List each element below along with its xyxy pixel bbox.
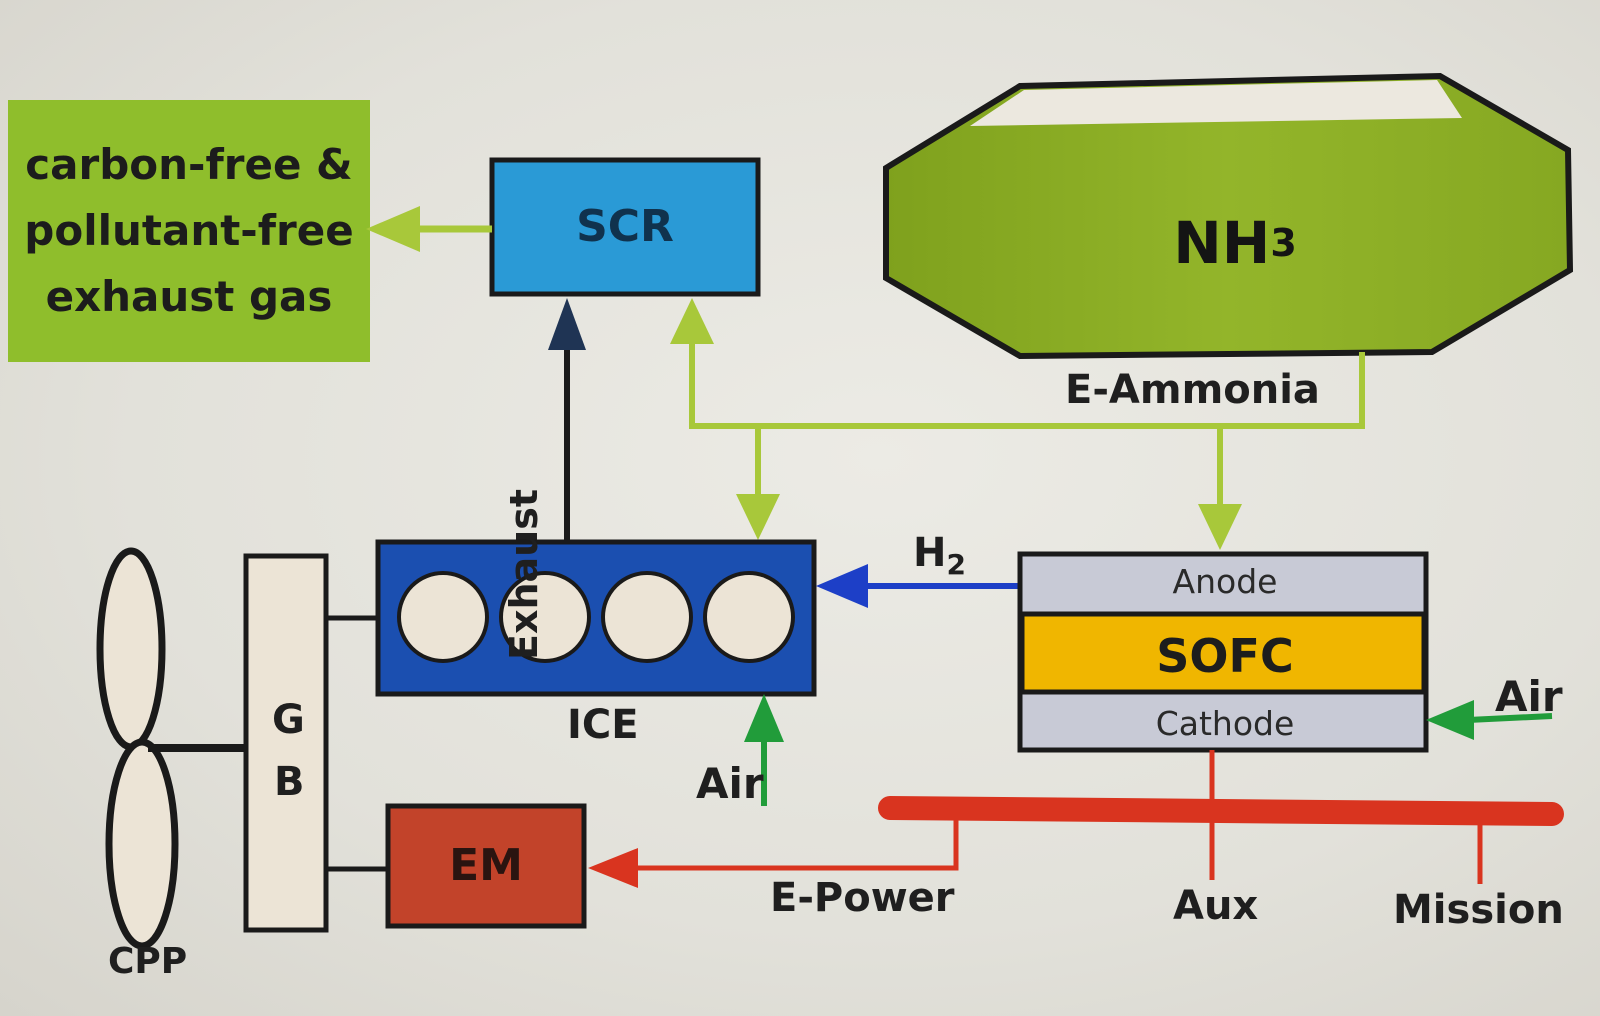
epower-line bbox=[636, 810, 959, 871]
cylinder-icon bbox=[397, 571, 489, 663]
sofc-electrolyte bbox=[1019, 611, 1427, 695]
output-label: carbon-free & pollutant-free exhaust gas bbox=[8, 100, 370, 362]
sofc-label: SOFC bbox=[1156, 629, 1294, 683]
anode-label: Anode bbox=[1172, 561, 1278, 601]
aux-label: Aux bbox=[1173, 883, 1259, 929]
gearbox-label-g: G bbox=[272, 697, 305, 743]
output-label-line2: pollutant-free bbox=[24, 206, 354, 255]
arrow-icon bbox=[744, 694, 784, 742]
gearbox bbox=[243, 553, 329, 933]
cylinder-icon bbox=[601, 571, 693, 663]
scr-label: SCR bbox=[576, 201, 674, 252]
arrow-icon bbox=[588, 848, 638, 888]
gearbox-label-b: B bbox=[274, 759, 305, 805]
arrow-icon bbox=[1198, 504, 1242, 550]
scr-box bbox=[489, 157, 761, 297]
em-box bbox=[385, 803, 587, 929]
arrow-icon bbox=[736, 494, 780, 540]
h2-label: H2 bbox=[913, 533, 966, 579]
output-label-line3: exhaust gas bbox=[45, 272, 333, 321]
nh3-tank bbox=[883, 72, 1574, 360]
cathode-label: Cathode bbox=[1155, 703, 1295, 743]
em-label: EM bbox=[449, 840, 523, 891]
air-sofc-line bbox=[1467, 713, 1553, 723]
e-power-label: E-Power bbox=[770, 875, 955, 921]
air-ice-label: Air bbox=[696, 759, 764, 808]
mission-label: Mission bbox=[1393, 887, 1564, 933]
propeller-icon bbox=[96, 547, 246, 950]
cpp-label: CPP bbox=[108, 941, 188, 982]
arrow-icon bbox=[366, 206, 420, 252]
nh3-label-main: NH bbox=[1173, 209, 1271, 277]
nh3-label-sub: 3 bbox=[1270, 221, 1297, 265]
arrow-icon bbox=[1426, 700, 1474, 740]
output-box bbox=[8, 100, 370, 362]
nh3-tank-highlight bbox=[970, 80, 1462, 126]
ice-label: ICE bbox=[567, 702, 639, 748]
h2-label-sub: 2 bbox=[946, 548, 966, 581]
h2-label-main: H bbox=[913, 530, 947, 576]
e-ammonia-label: E-Ammonia bbox=[1065, 367, 1320, 413]
ammonia-line bbox=[689, 340, 1365, 429]
cylinder-icon bbox=[703, 571, 795, 663]
exhaust-label: Exhaust bbox=[502, 489, 546, 660]
arrow-icon bbox=[548, 298, 586, 350]
power-bus bbox=[878, 796, 1564, 826]
output-label-line1: carbon-free & bbox=[25, 140, 353, 189]
arrow-icon bbox=[670, 298, 714, 344]
cylinder-icon bbox=[499, 571, 591, 663]
air-sofc-label: Air bbox=[1495, 672, 1563, 721]
arrow-icon bbox=[816, 564, 868, 608]
